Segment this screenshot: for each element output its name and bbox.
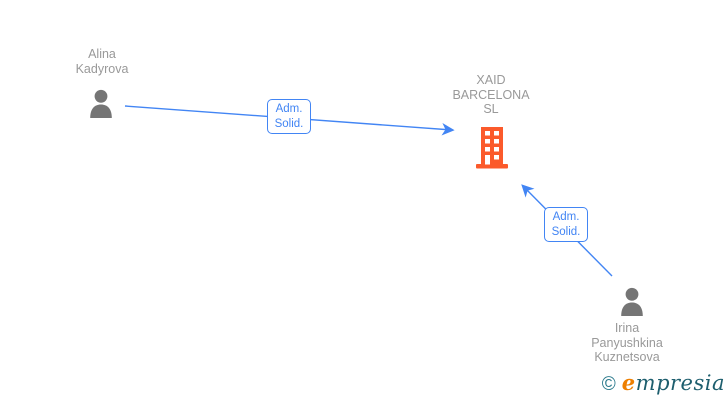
edge-label-irina-xaid[interactable]: Adm. Solid. — [544, 207, 588, 242]
label-line: XAID — [476, 73, 506, 87]
edge-label-line: Adm. — [552, 211, 580, 223]
edge-label-line: Adm. — [275, 103, 303, 115]
label-line: Kuznetsova — [594, 350, 660, 364]
label-line: Irina — [614, 321, 640, 335]
node-label-alina-kadyrova[interactable]: Alina Kadyrova — [42, 47, 162, 76]
person-icon[interactable] — [85, 88, 117, 118]
building-icon[interactable] — [474, 124, 510, 170]
label-line: BARCELONA — [452, 87, 530, 102]
label-line: Panyushkina — [591, 335, 663, 350]
empresia-wordmark: empresia — [622, 370, 725, 395]
label-line: Alina — [88, 47, 116, 61]
edge-label-line: Solid. — [551, 226, 581, 238]
brand-initial: e — [621, 370, 636, 395]
node-label-xaid-barcelona-sl[interactable]: XAID BARCELONA SL — [431, 73, 551, 117]
person-icon[interactable] — [616, 286, 648, 316]
empresia-logo: © empresia — [602, 370, 725, 396]
copyright-icon: © — [601, 374, 616, 395]
edge-label-alina-xaid[interactable]: Adm. Solid. — [267, 99, 311, 134]
label-line: SL — [483, 102, 499, 116]
label-line: Kadyrova — [75, 61, 129, 76]
node-label-irina-panyushkina-kuznetsova[interactable]: Irina Panyushkina Kuznetsova — [567, 321, 687, 365]
brand-rest: mpresia — [635, 371, 725, 395]
edge-label-line: Solid. — [274, 118, 304, 130]
